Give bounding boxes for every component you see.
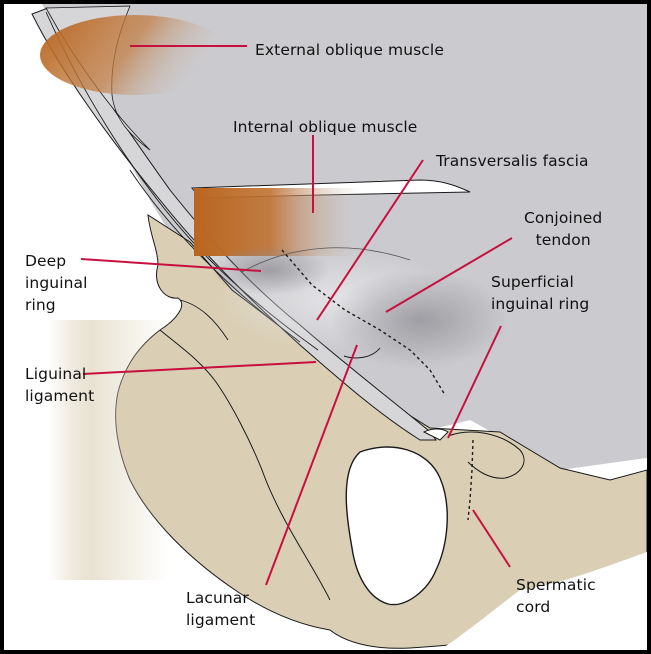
label-lacunar-ligament: Lacunar ligament xyxy=(186,587,255,631)
label-transversalis-fascia: Transversalis fascia xyxy=(436,150,589,172)
label-internal-oblique-muscle: Internal oblique muscle xyxy=(233,116,417,138)
label-external-oblique-muscle: External oblique muscle xyxy=(255,39,444,61)
external-oblique-fibers xyxy=(40,15,230,95)
anatomy-illustration xyxy=(4,4,647,650)
label-conjoined-tendon: Conjoined tendon xyxy=(524,207,602,251)
label-superficial-inguinal-ring: Superficial inguinal ring xyxy=(491,271,589,315)
label-liguinal-ligament: Liguinal ligament xyxy=(25,363,94,407)
label-spermatic-cord: Spermatic cord xyxy=(516,574,596,618)
deep-ring-shadow xyxy=(210,245,330,295)
conjoined-tendon-shadow xyxy=(330,270,510,370)
bone-fade xyxy=(50,320,170,580)
label-deep-inguinal-ring: Deep inguinal ring xyxy=(25,250,88,316)
